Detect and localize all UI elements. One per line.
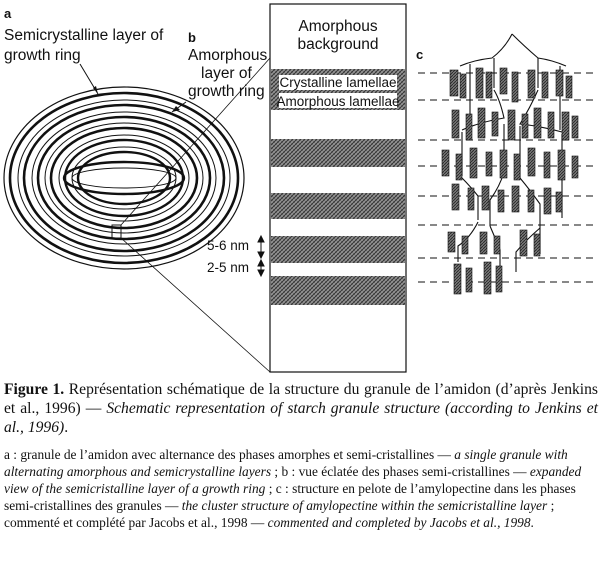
starch-figure: a Semicrystalline layer of growth ring b — [3, 3, 598, 373]
caption-legend: a : granule de l’amidon avec alternance … — [4, 446, 598, 531]
panel-b-label-line-3: growth ring — [188, 83, 265, 100]
caption-title-en: Schematic representation of starch granu… — [4, 400, 599, 436]
legend-a-en: a single granule with alternating amorph… — [4, 447, 568, 479]
legend-c-fr: ; c : structure en pelote de l’amylopect… — [4, 481, 576, 513]
dimension-label-1: 5-6 nm — [207, 238, 249, 253]
panel-c-letter: c — [416, 47, 423, 62]
amorphous-background-line-1: Amorphous — [298, 18, 378, 35]
figure-label: Figure 1. — [4, 381, 65, 398]
amorphous-label-bg — [279, 93, 397, 108]
lamellae-column — [269, 3, 407, 373]
legend-b-fr: ; b : vue éclatée des phases semi-crista… — [271, 464, 530, 479]
legend-a-fr: a : granule de l’amidon avec alternance … — [4, 447, 455, 462]
panel-b-arrowhead — [172, 106, 180, 112]
panel-c: c — [416, 33, 598, 295]
caption-title-end: . — [64, 419, 69, 436]
legend-ref-en: commented and completed by Jacobs et al.… — [267, 515, 531, 530]
amylopectine-clusters — [441, 67, 579, 295]
legend-c-en: the cluster structure of amylopectine wi… — [181, 498, 548, 513]
panel-b-label-line-1: Amorphous — [188, 47, 268, 64]
caption-title-fr: Représentation schématique de la structu… — [4, 381, 598, 417]
panel-a-label-line-2: growth ring — [4, 47, 81, 64]
legend-end: . — [530, 515, 534, 530]
amorphous-lamellae-label: Amorphous lamellae — [276, 94, 399, 109]
cluster-guide-lines — [418, 72, 598, 283]
caption-title: Figure 1. Représentation schématique de … — [4, 380, 598, 437]
panel-b-label-line-2: layer of — [201, 65, 253, 82]
panel-a-label-line-1: Semicrystalline layer of — [4, 27, 164, 44]
dimension-arrows — [257, 234, 265, 278]
panel-a: a Semicrystalline layer of growth ring — [3, 6, 271, 373]
legend-b-en: expanded view of the semicristalline lay… — [4, 464, 582, 496]
panel-a-letter: a — [4, 6, 12, 21]
zoom-line-upper — [120, 57, 271, 226]
panel-b: b Amorphous layer of growth ring Amorpho… — [171, 3, 407, 373]
crystalline-label-bg — [279, 75, 397, 90]
crystalline-lamellae-label: Crystalline lamellae — [279, 75, 396, 90]
amorphous-background-line-2: background — [297, 36, 378, 53]
legend-ref-fr: ; commenté et complété par Jacobs et al.… — [4, 498, 555, 530]
dimension-label-2: 2-5 nm — [207, 260, 249, 275]
granule-detail-box — [111, 224, 122, 239]
granule-rings — [3, 86, 245, 270]
figure-caption: Figure 1. Représentation schématique de … — [4, 380, 598, 531]
zoom-line-lower — [120, 237, 271, 373]
panel-b-letter: b — [188, 30, 196, 45]
